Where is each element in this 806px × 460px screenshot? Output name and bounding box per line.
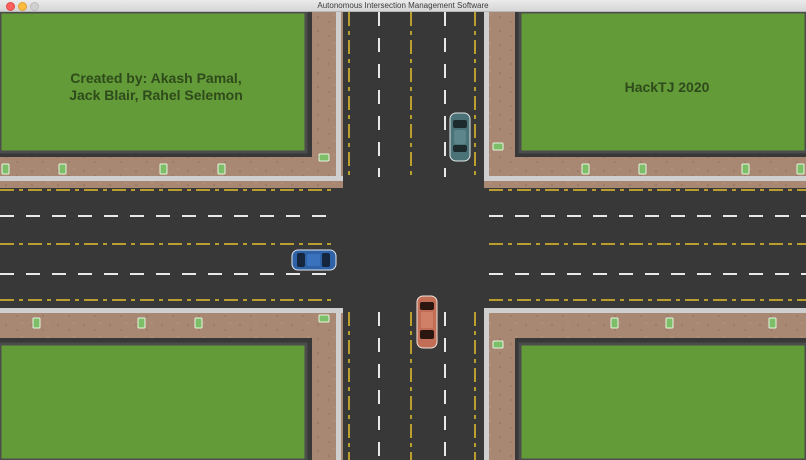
window-title: Autonomous Intersection Management Softw…	[317, 1, 489, 10]
teal-sedan[interactable]	[449, 112, 471, 162]
intersection-scene: Created by: Akash Pamal, Jack Blair, Rah…	[0, 12, 806, 460]
streetlights	[1, 142, 805, 349]
credits-line-2: Jack Blair, Rahel Selemon	[69, 87, 243, 103]
lane-markings-north	[348, 12, 476, 177]
sidewalk-se-v	[484, 308, 515, 460]
credits-line-1: Created by: Akash Pamal,	[70, 70, 242, 86]
curbs	[0, 12, 806, 460]
grass-blocks	[0, 12, 806, 460]
blue-sedan[interactable]	[291, 249, 337, 271]
red-sedan[interactable]	[416, 295, 438, 349]
maximize-button[interactable]	[30, 2, 39, 11]
lane-markings-south	[348, 312, 476, 460]
title-bar: Autonomous Intersection Management Softw…	[0, 0, 806, 12]
grass-ne	[518, 12, 806, 154]
minimize-button[interactable]	[18, 2, 27, 11]
intersection-map	[0, 12, 806, 460]
lane-markings-east	[489, 189, 806, 301]
grass-nw	[0, 12, 308, 154]
credits-text: Created by: Akash Pamal, Jack Blair, Rah…	[46, 70, 266, 104]
sidewalk-nw-h	[0, 157, 343, 188]
grass-se	[518, 342, 806, 460]
lane-markings-west	[0, 189, 336, 301]
event-label: HackTJ 2020	[624, 79, 710, 95]
close-button[interactable]	[6, 2, 15, 11]
grass-sw	[0, 342, 308, 460]
sidewalk-ne-v	[484, 12, 515, 188]
